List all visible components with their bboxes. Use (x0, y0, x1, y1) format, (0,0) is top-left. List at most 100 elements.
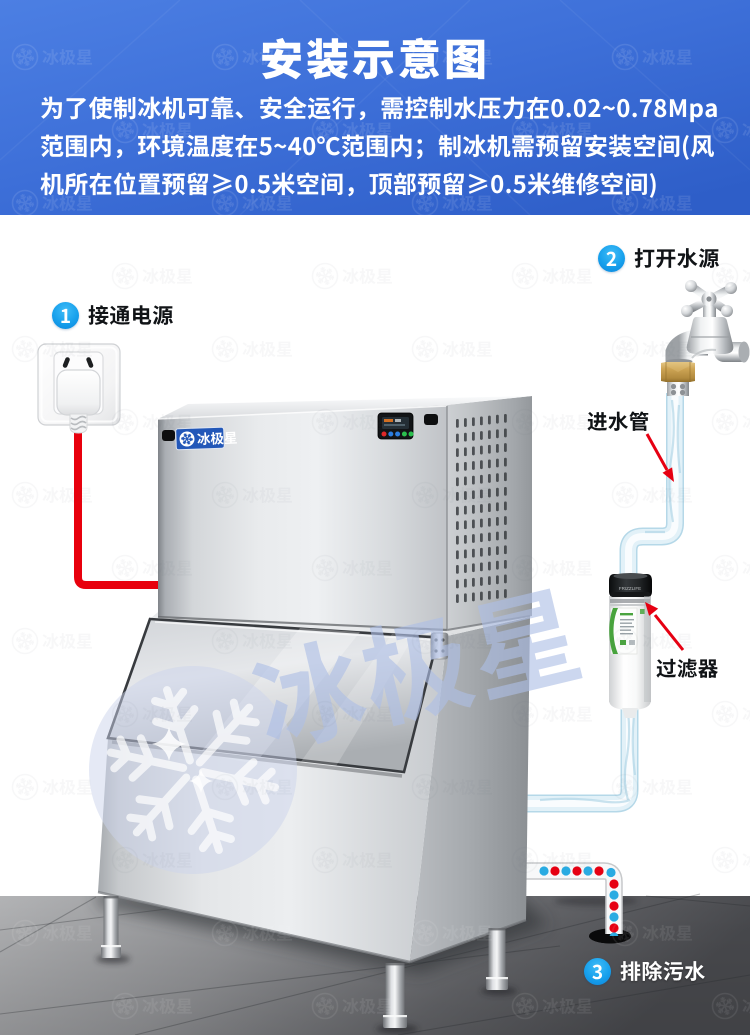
vent-slot (488, 503, 491, 513)
header-description-line1: 为了使制冰机可靠、安全运行，需控制水压力在0.02~0.78Mpa (40, 89, 719, 124)
vent-slot (496, 517, 499, 526)
snowflake-icon (715, 267, 735, 285)
socket-pin-holes (62, 357, 94, 368)
vent-slot (504, 545, 507, 555)
svg-text:冰极星: 冰极星 (542, 993, 593, 1018)
vent-slot (472, 431, 475, 441)
svg-text:冰极星: 冰极星 (142, 409, 193, 434)
watermark-badge: 冰极星 (511, 117, 593, 144)
snowflake-icon (715, 413, 735, 431)
svg-text:冰极星: 冰极星 (342, 847, 393, 872)
vent-slot (472, 519, 475, 529)
vent-slot (472, 563, 475, 573)
snowflake-icon (715, 705, 735, 723)
vent-slot (488, 517, 491, 527)
step-1-badge: 1 (52, 301, 79, 329)
vent-slot (480, 533, 483, 543)
snowflake-icon (215, 48, 235, 66)
panel-button-red (381, 431, 387, 437)
snowflake-icon (715, 121, 735, 139)
machine-head: 冰极星 (157, 396, 532, 632)
watermark-badge: 冰极星 (11, 920, 93, 947)
vent-slot (464, 578, 467, 588)
pipe-water-texture (539, 399, 682, 804)
svg-text:冰极星: 冰极星 (342, 409, 393, 434)
svg-text:冰极星: 冰极星 (42, 482, 93, 507)
vent-slot (456, 492, 459, 501)
filter-cap (609, 574, 652, 597)
snowflake-icon (515, 851, 535, 869)
snowflake-icon (615, 778, 635, 796)
svg-text:冰极星: 冰极星 (442, 774, 493, 799)
vent-slot (472, 475, 475, 485)
watermark-badge: 冰极星 (511, 847, 593, 874)
svg-text:冰极星: 冰极星 (642, 336, 693, 361)
snowflake-icon (15, 340, 35, 358)
snowflake-icon (615, 194, 635, 212)
filter-arrow (645, 602, 685, 651)
faucet-stem (703, 305, 716, 320)
snowflake-icon (15, 924, 35, 942)
faucet-connector (661, 362, 695, 396)
snowflake-icon (415, 48, 435, 66)
svg-text:冰极星: 冰极星 (42, 44, 93, 69)
svg-text:冰极星: 冰极星 (442, 190, 493, 215)
vent-slot (472, 417, 475, 427)
head-top-panel (158, 396, 532, 419)
snowflake-icon (315, 851, 335, 869)
logo-text: 冰极星 (197, 427, 238, 448)
svg-text:冰极星: 冰极星 (242, 920, 293, 945)
svg-text:冰极星: 冰极星 (342, 555, 393, 580)
vent-slot (488, 444, 491, 454)
svg-text:冰极星: 冰极星 (542, 701, 593, 726)
watermark-badge: 冰极星 (211, 628, 293, 655)
vent-slot (504, 486, 507, 496)
flow-dot (606, 867, 616, 878)
vent-slot (472, 577, 475, 587)
water-inlet-pipe (523, 393, 684, 813)
head-side-panel (447, 396, 532, 630)
faucet-body (686, 317, 734, 354)
snowflake-icon (515, 997, 535, 1015)
faucet (661, 280, 750, 396)
plug-strain-relief (69, 413, 88, 434)
svg-text:冰极星: 冰极星 (642, 190, 693, 215)
vent-slot (472, 446, 475, 456)
step-2: 2 打开水源 (598, 243, 720, 273)
flow-dot (583, 866, 593, 876)
vent-grille (456, 413, 507, 603)
flow-dot (561, 866, 571, 876)
vent-slot (496, 414, 499, 424)
svg-text:冰极星: 冰极星 (42, 920, 93, 945)
vent-slot (464, 549, 467, 559)
vent-slot (496, 590, 499, 599)
svg-text:冰极星: 冰极星 (342, 263, 393, 288)
watermark-badge: 冰极星 (611, 190, 693, 217)
vent-slot (456, 579, 459, 589)
power-cable (74, 428, 160, 589)
header-description-line3: 机所在位置预留≥0.5米空间，顶部预留≥0.5米维修空间) (40, 165, 659, 200)
snowflake-icon (15, 48, 35, 66)
watermark-badge: 冰极星 (311, 263, 393, 290)
vent-slot (464, 432, 467, 442)
step-2-badge: 2 (598, 244, 625, 272)
snowflake-icon (515, 267, 535, 285)
vent-slot (480, 518, 483, 528)
brass-nut (661, 362, 695, 382)
watermark-badge: 冰极星 (711, 117, 750, 144)
head-right-vent-pill (424, 414, 438, 425)
snowflake-icon (515, 559, 535, 577)
watermark-badge: 冰极星 (311, 993, 393, 1020)
snowflake-icon (515, 121, 535, 139)
vent-slot (480, 474, 483, 484)
vent-slot (496, 473, 499, 482)
vent-slot (488, 590, 491, 600)
svg-text:FRIZZLIFE: FRIZZLIFE (619, 586, 641, 591)
vent-slot (504, 559, 507, 569)
step-2-label: 打开水源 (634, 243, 720, 273)
vent-slot (464, 520, 467, 530)
watermark-badge: 冰极星 (311, 409, 393, 436)
vent-slot (464, 491, 467, 500)
